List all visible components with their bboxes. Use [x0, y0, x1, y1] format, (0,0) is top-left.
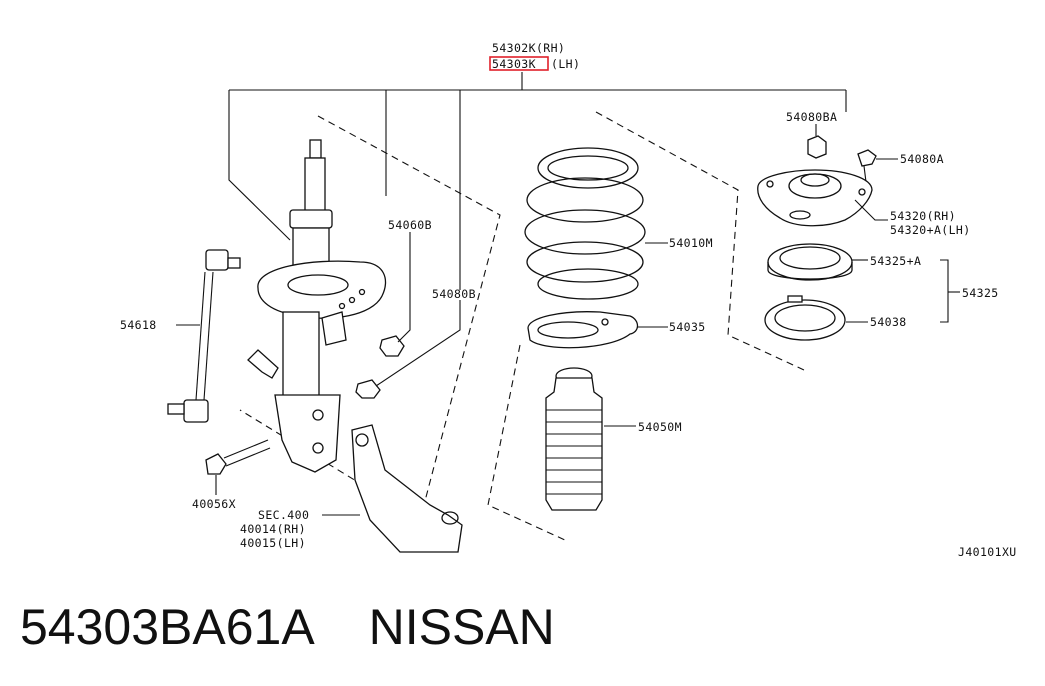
- nut-54060b[interactable]: [379, 335, 405, 357]
- label-knuckle-rh[interactable]: 40014(RH): [240, 522, 306, 536]
- stabilizer-link[interactable]: [167, 249, 241, 423]
- leader-54080b: [375, 300, 461, 387]
- bracket-54325: [940, 259, 949, 323]
- strut-dashed-frame: [239, 115, 501, 521]
- footer: 54303BA61A NISSAN: [20, 598, 555, 656]
- leader-54320: [854, 199, 888, 221]
- spring-dashed-frame: [595, 111, 805, 371]
- label-nut-b[interactable]: 54060B: [388, 218, 432, 232]
- bearing-seat[interactable]: [764, 295, 846, 341]
- spring-dashed-frame-left: [487, 344, 566, 541]
- label-stabilizer-link[interactable]: 54618: [120, 318, 157, 332]
- bump-stop-boot[interactable]: [545, 367, 603, 511]
- label-spring-seat[interactable]: 54035: [669, 320, 706, 334]
- strut-assembly[interactable]: [247, 139, 387, 473]
- steering-knuckle[interactable]: [351, 424, 463, 553]
- label-insulator-lh[interactable]: 54320+A(LH): [890, 223, 971, 237]
- strut-callout-tree: [228, 72, 847, 290]
- highlight-box: [489, 56, 549, 71]
- upper-insulator[interactable]: [757, 169, 873, 227]
- label-mount-bolt-a[interactable]: 54080A: [900, 152, 944, 166]
- label-strut-lh-code[interactable]: 54303K: [492, 57, 536, 71]
- brand-name: NISSAN: [368, 599, 555, 655]
- label-bearing[interactable]: 54325+A: [870, 254, 921, 268]
- coil-spring[interactable]: [524, 147, 646, 300]
- diagram-code: J40101XU: [958, 545, 1017, 559]
- label-mount-bolt[interactable]: 54080BA: [786, 110, 837, 124]
- label-seat[interactable]: 54038: [870, 315, 907, 329]
- label-strut-rh[interactable]: 54302K(RH): [492, 41, 565, 55]
- label-bearing-kit[interactable]: 54325: [962, 286, 999, 300]
- nut-54080b[interactable]: [355, 379, 381, 399]
- mount-bearing[interactable]: [767, 243, 853, 281]
- label-insulator-rh[interactable]: 54320(RH): [890, 209, 956, 223]
- label-bumper[interactable]: 54050M: [638, 420, 682, 434]
- label-bolt-b[interactable]: 54080B: [432, 287, 476, 301]
- mount-bolt-54080a[interactable]: [857, 149, 877, 183]
- label-strut-lh-side[interactable]: (LH): [551, 57, 580, 71]
- label-knuckle-bolt[interactable]: 40056X: [192, 497, 236, 511]
- part-number: 54303BA61A: [20, 599, 315, 655]
- spring-seat[interactable]: [527, 311, 639, 349]
- mount-bolt-54080ba[interactable]: [807, 135, 827, 159]
- label-knuckle-lh[interactable]: 40015(LH): [240, 536, 306, 550]
- knuckle-bolt[interactable]: [205, 439, 271, 475]
- label-spring[interactable]: 54010M: [669, 236, 713, 250]
- leader-54060b: [397, 232, 411, 343]
- label-sec[interactable]: SEC.400: [258, 508, 309, 522]
